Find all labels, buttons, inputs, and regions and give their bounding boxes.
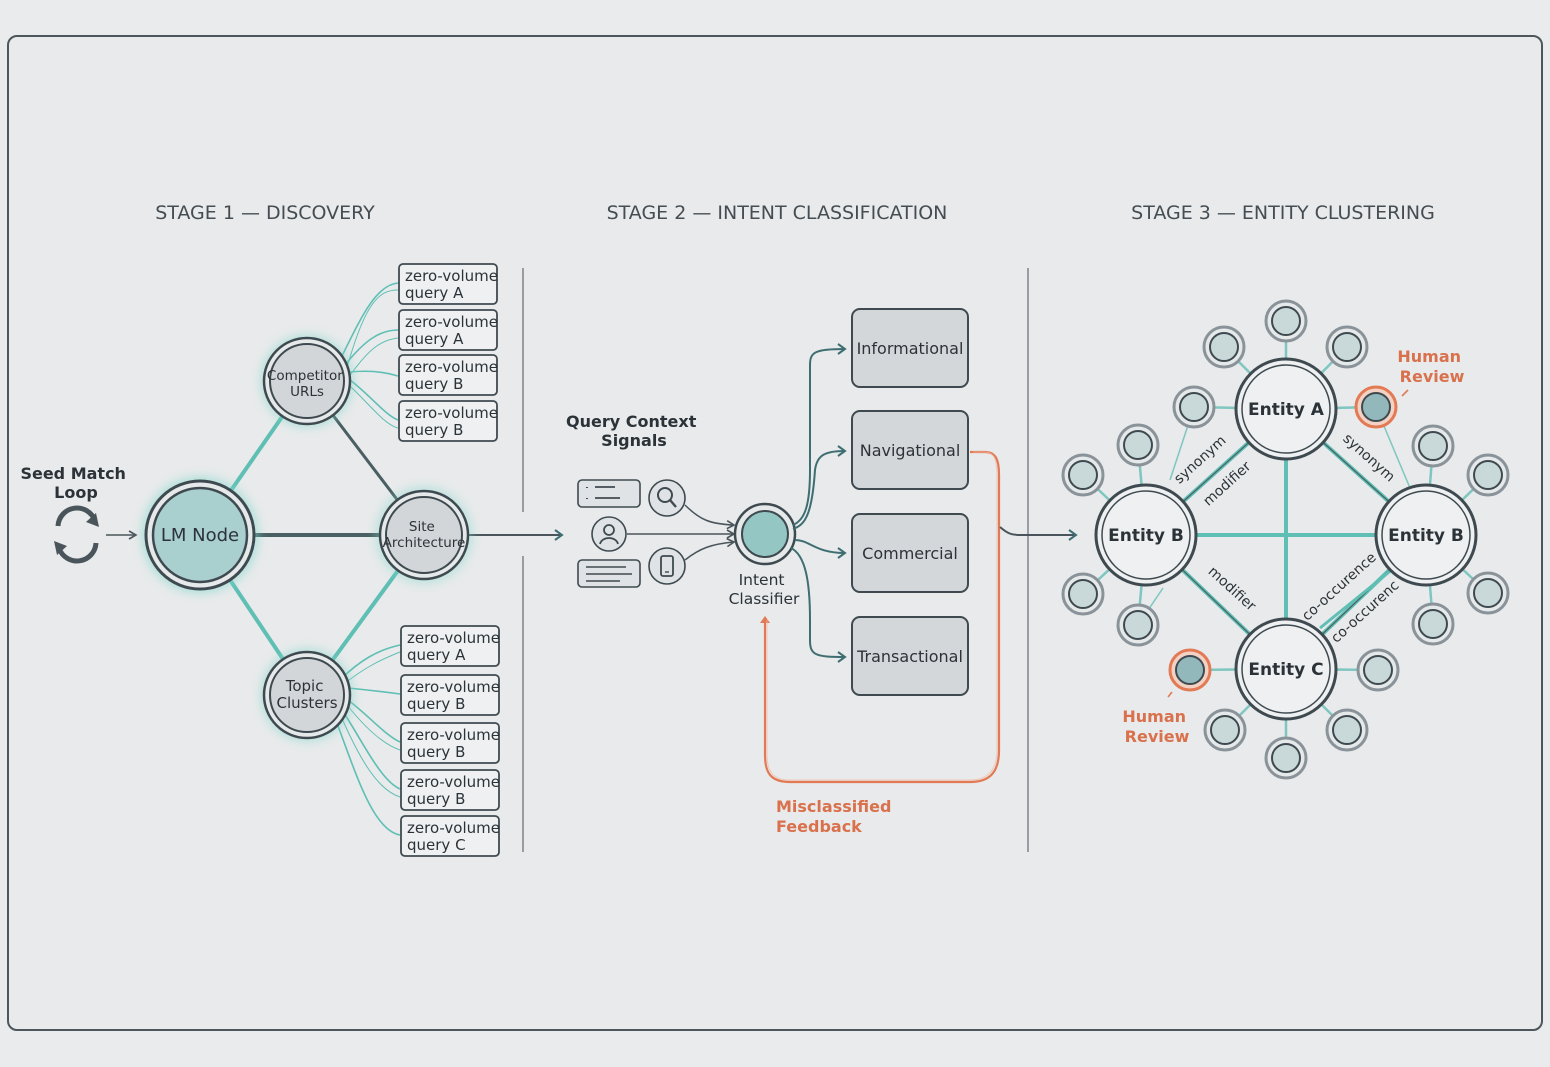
feedback-label: Misclassified Feedback [776, 797, 897, 836]
edge-label-modifier: modifier [1200, 458, 1254, 509]
entity-b-left-node: Entity B [1094, 483, 1198, 587]
signals-label: Query Context Signals [566, 412, 702, 450]
entity-a-node: Entity A [1234, 357, 1338, 461]
site-architecture-node: Site Architecture [376, 487, 472, 583]
svg-text:Entity C: Entity C [1248, 660, 1323, 680]
edge-label-modifier: modifier [1205, 564, 1259, 615]
satellite-nodes [1061, 299, 1510, 780]
human-review-node-top [1354, 385, 1398, 429]
intent-classifier-node [733, 502, 797, 566]
stage-1-discovery: Seed Match Loop [20, 263, 564, 857]
site-architecture-label: Site Architecture [383, 519, 466, 551]
satellite-node [1116, 603, 1160, 647]
intent-box-commercial: Commercial [851, 513, 969, 593]
satellite-node [1411, 424, 1455, 468]
satellite-node [1116, 423, 1160, 467]
search-icon [648, 479, 686, 517]
document-icon [577, 559, 641, 588]
signal-connectors [627, 504, 736, 561]
topic-clusters-node: Topic Clusters [261, 649, 353, 741]
lm-node: LM Node [142, 477, 258, 593]
stage-2-classification: Query Context Signals [566, 308, 1078, 836]
competitor-fanout [339, 282, 399, 429]
human-review-node-bottom [1168, 648, 1212, 692]
stage-3-clustering: synonym modifier synonym modifier co-occ… [1061, 299, 1510, 780]
svg-text:Transactional: Transactional [856, 647, 963, 666]
intent-box-transactional: Transactional [851, 616, 969, 696]
competitor-urls-label: Competitor URLs [267, 368, 347, 400]
lm-node-label: LM Node [161, 525, 239, 546]
seed-loop-label: Seed Match Loop [20, 464, 131, 502]
refresh-icon [54, 505, 99, 564]
satellite-node [1325, 325, 1369, 369]
satellite-node [1264, 299, 1308, 343]
satellite-node [1411, 602, 1455, 646]
entity-c-node: Entity C [1234, 617, 1338, 721]
satellite-node [1061, 453, 1105, 497]
satellite-node [1325, 708, 1369, 752]
user-icon [591, 516, 627, 552]
svg-text:Entity B: Entity B [1388, 526, 1464, 546]
satellite-node [1264, 736, 1308, 780]
feedback-loop-arrow [760, 450, 1001, 784]
satellite-node [1466, 571, 1510, 615]
satellite-node [1061, 572, 1105, 616]
svg-text:Commercial: Commercial [862, 544, 958, 563]
svg-text:Entity A: Entity A [1248, 400, 1325, 420]
entity-b-right-node: Entity B [1374, 483, 1478, 587]
stage-3-title: STAGE 3 — ENTITY CLUSTERING [1131, 202, 1435, 224]
satellite-node [1172, 385, 1216, 429]
intent-branches [790, 343, 847, 663]
card-icon [577, 479, 641, 508]
intent-box-navigational: Navigational [851, 410, 969, 490]
satellite-node [1466, 453, 1510, 497]
svg-text:Entity B: Entity B [1108, 526, 1184, 546]
satellite-node [1356, 648, 1400, 692]
topic-clusters-label: Topic Clusters [276, 677, 337, 712]
competitor-urls-node: Competitor URLs [261, 335, 353, 427]
stage-1-title: STAGE 1 — DISCOVERY [155, 202, 375, 224]
satellite-node [1202, 325, 1246, 369]
intent-box-informational: Informational [851, 308, 969, 388]
satellite-node [1203, 708, 1247, 752]
stage-2-to-3-arrow [999, 526, 1078, 541]
svg-text:Informational: Informational [857, 339, 964, 358]
stage-2-title: STAGE 2 — INTENT CLASSIFICATION [607, 202, 948, 224]
mobile-icon [648, 547, 686, 585]
intent-classifier-label: Intent Classifier [729, 571, 800, 608]
topic-fanout [334, 644, 401, 836]
human-review-label-bottom: Human Review [1122, 707, 1191, 746]
svg-text:Navigational: Navigational [860, 441, 961, 460]
human-review-label-top: Human Review [1397, 347, 1466, 386]
